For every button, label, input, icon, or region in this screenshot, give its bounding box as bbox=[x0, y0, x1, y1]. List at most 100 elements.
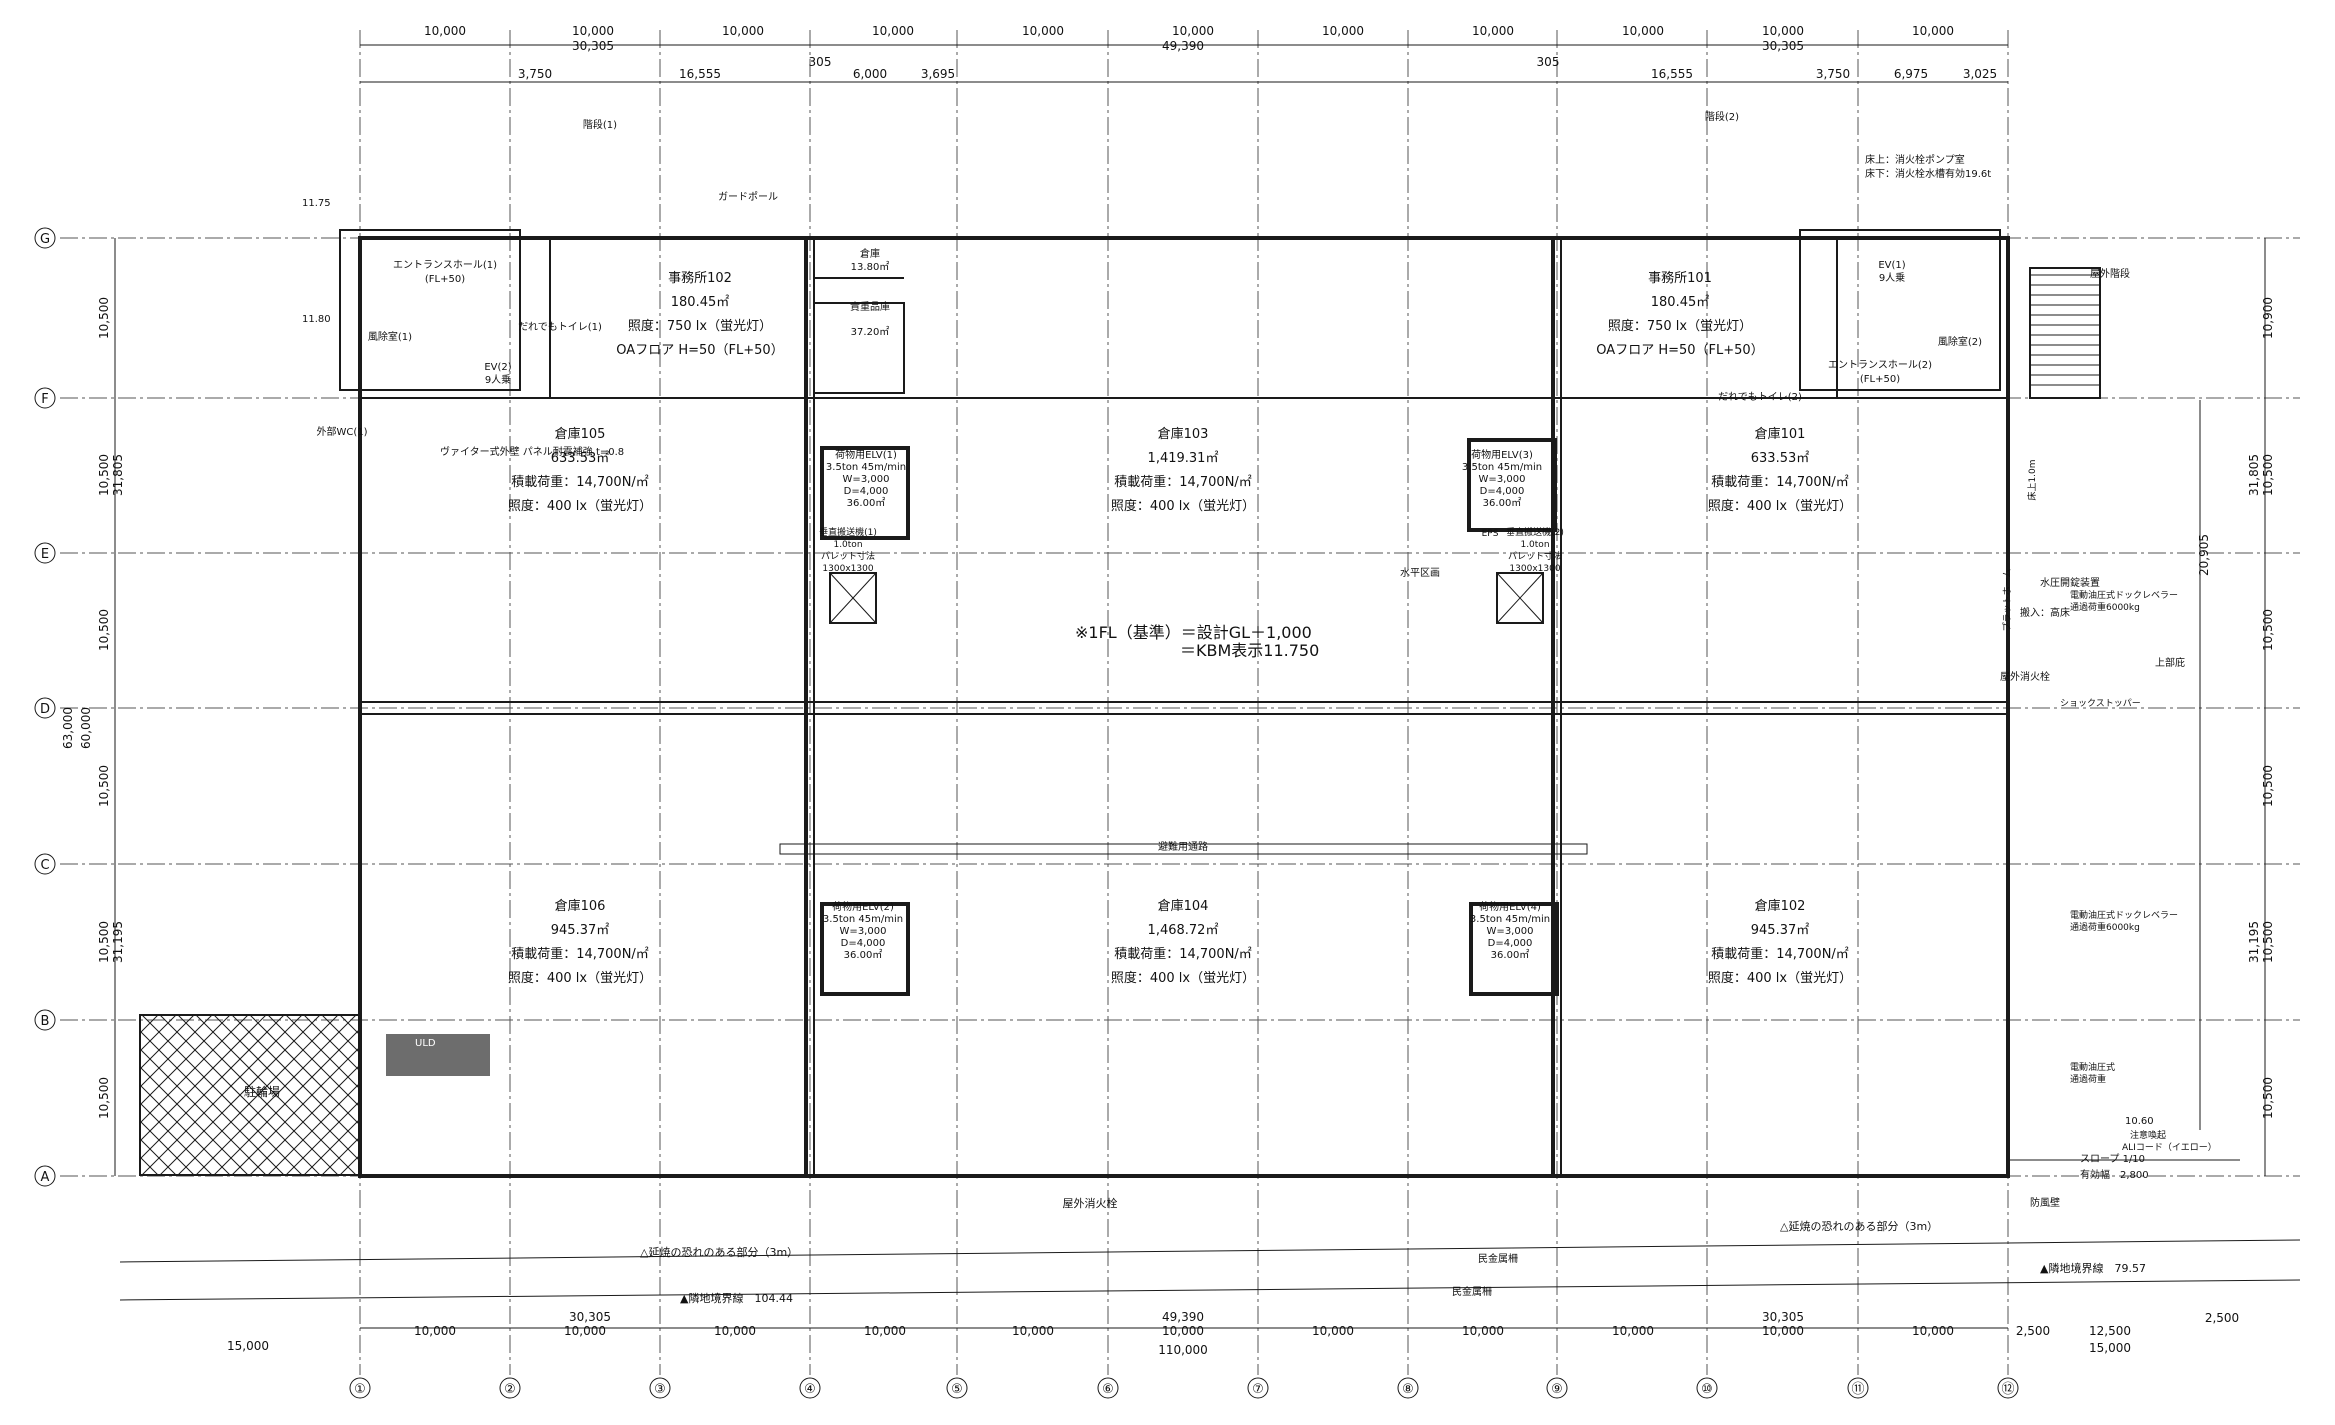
dim-right-group: 31,195 bbox=[2247, 921, 2261, 963]
dim-left-group: 31,805 bbox=[111, 454, 125, 496]
room-office101: 事務所101 180.45㎡ 照度：750 lx（蛍光灯） OAフロア H=50… bbox=[1596, 271, 1763, 358]
grid-col-10-label: ⑩ bbox=[1701, 1382, 1713, 1397]
column-bubbles: ① ② ③ ④ ⑤ ⑥ ⑦ ⑧ ⑨ ⑩ ⑪ ⑫ bbox=[349, 1377, 2019, 1399]
room-area: 180.45㎡ bbox=[671, 295, 730, 310]
elevator-name: 荷物用ELV(1) bbox=[835, 448, 897, 461]
windbreak-room-1-label: 風除室(1) bbox=[368, 330, 412, 343]
small-warehouse-area: 13.80㎡ bbox=[851, 261, 890, 273]
room-name: 倉庫106 bbox=[555, 899, 606, 914]
ev-2-capacity: 9人乗 bbox=[485, 374, 511, 386]
dim-top-bay: 10,000 bbox=[1762, 24, 1804, 38]
dock-leveler-1-cap: 通過荷重6000kg bbox=[2070, 601, 2140, 613]
caution-label: 注意喚起 bbox=[2130, 1129, 2166, 1141]
room-spec: 照度：750 lx（蛍光灯） bbox=[628, 318, 772, 334]
dim-right-total: 20,905 bbox=[2197, 534, 2211, 576]
valuables-room-area: 37.20㎡ bbox=[851, 326, 890, 338]
dim-top-group: 30,305 bbox=[572, 39, 614, 53]
ev-1-label: EV(1) bbox=[1878, 260, 1905, 271]
conveyor-spec: 1300x1300 bbox=[1509, 564, 1560, 574]
dim-top-sub: 16,555 bbox=[679, 67, 721, 81]
dim-right-row: 10,500 bbox=[2261, 454, 2275, 496]
dock-leveler-3-label: 電動油圧式 bbox=[2070, 1061, 2115, 1073]
entrance-hall-1-fl: (FL+50) bbox=[425, 274, 465, 285]
slope-label: スロープ 1/10 bbox=[2080, 1153, 2145, 1165]
elevator-spec: W=3,000 bbox=[840, 926, 887, 937]
loading-berth-label: 搬入：高床 bbox=[2020, 606, 2070, 619]
stair-2-label: 階段(2) bbox=[1705, 110, 1739, 123]
kbm-level-note: ＝KBM表示11.750 bbox=[1180, 641, 1319, 660]
dim-bottom-left: 15,000 bbox=[227, 1339, 269, 1353]
dim-right-group: 31,805 bbox=[2247, 454, 2261, 496]
room-wh101: 倉庫101 633.53㎡ 積載荷重：14,700N/㎡ 照度：400 lx（蛍… bbox=[1708, 427, 1852, 514]
grid-bubble-B: B bbox=[34, 1009, 56, 1031]
elevator-spec: D=4,000 bbox=[841, 938, 886, 949]
grid-bubble-4: ④ bbox=[799, 1377, 821, 1399]
grid-col-6-label: ⑥ bbox=[1102, 1382, 1114, 1397]
dock-leveler-2-cap: 通過荷重6000kg bbox=[2070, 921, 2140, 933]
room-area: 1,419.31㎡ bbox=[1148, 451, 1219, 466]
site-boundary-line bbox=[119, 1279, 2301, 1301]
dim-left-total: 60,000 bbox=[79, 707, 93, 749]
dim-bottom-group: 30,305 bbox=[569, 1310, 611, 1324]
windbreak-room-2-label: 風除室(2) bbox=[1938, 335, 1982, 348]
hatch-line bbox=[139, 1138, 177, 1176]
dim-top-bay: 10,000 bbox=[1322, 24, 1364, 38]
room-labels: 事務所102 180.45㎡ 照度：750 lx（蛍光灯） OAフロア H=50… bbox=[508, 271, 1852, 986]
room-spec: 照度：400 lx（蛍光灯） bbox=[508, 498, 652, 514]
hatch-line bbox=[267, 1014, 361, 1108]
general-notes: ※1FL（基準）＝設計GL＋1,000 ＝KBM表示11.750 避難用通路 水… bbox=[244, 198, 2217, 1305]
dock-leveler-2-label: 電動油圧式ドックレベラー bbox=[2070, 909, 2178, 921]
hatch-line bbox=[139, 1156, 159, 1176]
wall-panel-note: ヴァイター式外壁 パネル耐震補強 t=0.8 bbox=[440, 445, 624, 458]
shock-stopper-label: ショックストッパー bbox=[2060, 698, 2141, 709]
uld-label: ULD bbox=[415, 1038, 436, 1049]
external-hydrant-label: 屋外消火栓 bbox=[1063, 1196, 1118, 1210]
room-name: 事務所102 bbox=[668, 271, 732, 286]
room-name: 倉庫104 bbox=[1158, 899, 1209, 914]
dim-top-bay: 10,000 bbox=[1172, 24, 1214, 38]
conveyor-shaft bbox=[1496, 572, 1544, 624]
dim-bottom-bay: 10,000 bbox=[564, 1324, 606, 1338]
dim-top-sub: 6,000 bbox=[853, 67, 887, 81]
dim-bottom-bay: 10,000 bbox=[1162, 1324, 1204, 1338]
accessible-toilet-2-label: だれでもトイレ(2) bbox=[1718, 391, 1802, 403]
dim-left-total: 63,000 bbox=[61, 707, 75, 749]
hatch-line bbox=[139, 1014, 231, 1106]
room-office102: 事務所102 180.45㎡ 照度：750 lx（蛍光灯） OAフロア H=50… bbox=[616, 271, 783, 358]
conveyor-labels: 垂直搬送機(1) 1.0ton パレット寸法 1300x1300 垂直搬送機(2… bbox=[819, 526, 1564, 574]
grid-bubble-3: ③ bbox=[649, 1377, 671, 1399]
fire-spread-zone-1: △延焼の恐れのある部分（3m） bbox=[640, 1245, 798, 1259]
hatch-line bbox=[321, 1014, 361, 1054]
elevator-spec: 3.5ton 45m/min bbox=[1462, 462, 1542, 473]
hatch-line bbox=[177, 1014, 339, 1176]
pump-room-label: 床上：消火栓ポンプ室 bbox=[1865, 153, 1965, 166]
grid-col-12-label: ⑫ bbox=[2001, 1382, 2014, 1397]
dim-left-row: 10,500 bbox=[97, 921, 111, 963]
hatch-line bbox=[213, 1014, 361, 1162]
room-spec: 照度：750 lx（蛍光灯） bbox=[1608, 318, 1752, 334]
hatch-line bbox=[339, 1014, 361, 1036]
grid-col-9-label: ⑨ bbox=[1551, 1382, 1563, 1397]
dim-bottom-bay: 10,000 bbox=[714, 1324, 756, 1338]
grid-bubble-9: ⑨ bbox=[1546, 1377, 1568, 1399]
room-area: 1,468.72㎡ bbox=[1148, 923, 1219, 938]
elevator-spec: 36.00㎡ bbox=[1483, 497, 1522, 509]
dim-bottom-right: 15,000 bbox=[2089, 1341, 2131, 1355]
evacuation-passage bbox=[779, 843, 1588, 855]
grid-bubble-1: ① bbox=[349, 1377, 371, 1399]
entrance-hall-1-label: エントランスホール(1) bbox=[393, 259, 497, 271]
dock-leveler-3-cap: 通過荷重 bbox=[2070, 1073, 2106, 1085]
dim-left-row: 10,500 bbox=[97, 765, 111, 807]
grid-row-A-label: A bbox=[41, 1170, 50, 1185]
grid-row-F-label: F bbox=[41, 392, 48, 407]
room-wh106: 倉庫106 945.37㎡ 積載荷重：14,700N/㎡ 照度：400 lx（蛍… bbox=[508, 899, 652, 986]
elevation-1175: 11.75 bbox=[302, 198, 331, 209]
elevator-spec: 36.00㎡ bbox=[847, 497, 886, 509]
room-wh104: 倉庫104 1,468.72㎡ 積載荷重：14,700N/㎡ 照度：400 lx… bbox=[1111, 899, 1255, 986]
ev-1-capacity: 9人乗 bbox=[1879, 272, 1905, 284]
dim-top-bay: 10,000 bbox=[1622, 24, 1664, 38]
conveyor-x bbox=[829, 572, 877, 624]
dim-bottom-total: 110,000 bbox=[1158, 1343, 1208, 1357]
dim-top-sub: 16,555 bbox=[1651, 67, 1693, 81]
